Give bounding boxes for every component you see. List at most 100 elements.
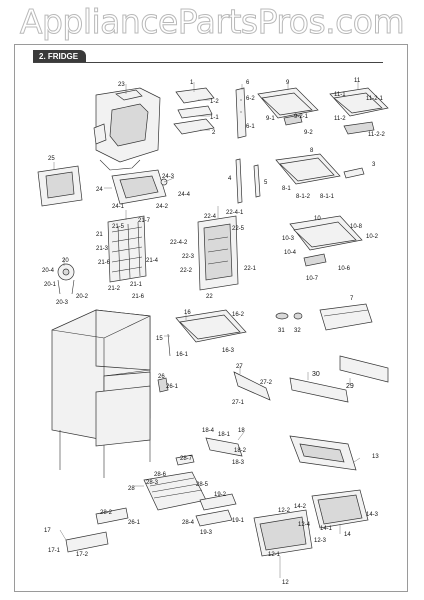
part-label-11-2-2: 11-2-2 <box>368 132 386 138</box>
part-label-22: 22 <box>206 294 213 300</box>
diagram-page-frame <box>14 44 408 592</box>
part-label-27-2: 27-2 <box>260 380 273 386</box>
part-label-16-3: 16-3 <box>222 348 235 354</box>
part-label-21-5: 21-5 <box>112 224 125 230</box>
part-27-rail <box>233 371 271 401</box>
part-label-28-3: 28-3 <box>146 480 159 486</box>
part-25-control-box <box>37 165 83 207</box>
part-29-30-bar <box>289 355 389 403</box>
part-label-6-1: 6-1 <box>246 124 255 130</box>
part-label-2: 2 <box>212 130 216 136</box>
part-label-1: 1 <box>190 80 194 86</box>
part-19-rail <box>195 493 237 527</box>
part-label-18-3: 18-3 <box>232 460 245 466</box>
part-label-9-2-1: 9-2-1 <box>294 114 309 120</box>
part-label-24-3: 24-3 <box>162 174 175 180</box>
part-label-8-1-2: 8-1-2 <box>296 194 311 200</box>
part-label-17: 17 <box>44 528 51 534</box>
part-label-16-1: 16-1 <box>176 352 189 358</box>
part-label-4: 4 <box>228 176 232 182</box>
part-16-shelf <box>167 309 247 357</box>
part-label-26: 26 <box>158 374 165 380</box>
leader-lines <box>53 82 361 578</box>
part-label-19-3: 19-3 <box>200 530 213 536</box>
part-label-16-2: 16-2 <box>232 312 245 318</box>
part-label-1-2: 1-2 <box>210 99 219 105</box>
part-label-22-2: 22-2 <box>180 268 193 274</box>
part-label-14-2: 14-2 <box>294 504 307 510</box>
part-31-32-hinges <box>275 312 303 320</box>
part-13-control-panel <box>289 435 357 471</box>
part-label-8: 8 <box>310 148 314 154</box>
part-label-15: 15 <box>156 336 163 342</box>
part-7-shelf <box>319 303 373 331</box>
part-label-27: 27 <box>236 364 243 370</box>
part-label-19-1: 19-1 <box>232 518 245 524</box>
part-20-fan-motor <box>57 263 75 295</box>
part-label-11-1: 11-1 <box>334 92 346 98</box>
part-label-10-6: 10-6 <box>338 266 351 272</box>
section-header: 2. FRIDGE <box>33 50 383 63</box>
part-label-12-3: 12-3 <box>314 538 327 544</box>
part-label-26-1: 26-1 <box>128 520 141 526</box>
part-label-10-3: 10-3 <box>282 236 295 242</box>
part-label-10-4: 10-4 <box>284 250 297 256</box>
part-label-21-4: 21-4 <box>146 258 159 264</box>
part-label-28-4: 28-4 <box>182 520 195 526</box>
part-11-shelf <box>329 87 389 135</box>
section-title: 2. FRIDGE <box>33 50 87 62</box>
part-label-21-1: 21-1 <box>130 282 143 288</box>
part-label-13: 13 <box>372 454 379 460</box>
part-label-28: 28 <box>128 486 135 492</box>
part-number-labels: 23 1 1-2 1-1 2 6 6-2 6-1 9 9-1 9-2-1 9-2… <box>42 78 386 586</box>
part-label-8-1-1: 8-1-1 <box>320 194 335 200</box>
part-label-21-7: 21-7 <box>138 218 151 224</box>
part-label-10-7: 10-7 <box>306 276 319 282</box>
part-8-shelf <box>275 153 341 185</box>
part-28-drawer-frame <box>143 454 207 511</box>
part-label-22-5: 22-5 <box>232 226 245 232</box>
part-17-rail <box>65 531 109 553</box>
part-9-shelf <box>257 87 319 126</box>
part-label-30: 30 <box>312 371 320 378</box>
part-label-16: 16 <box>184 310 191 316</box>
part-label-1-1: 1-1 <box>210 115 219 121</box>
part-label-11-2-1: 11-2-1 <box>366 96 384 102</box>
part-label-31: 31 <box>278 328 285 334</box>
part-label-10: 10 <box>314 216 321 222</box>
part-12-drawer <box>253 509 313 557</box>
part-label-21: 21 <box>96 232 103 238</box>
part-label-20-1: 20-1 <box>44 282 57 288</box>
part-label-11-2: 11-2 <box>334 116 346 122</box>
part-label-17-2: 17-2 <box>76 552 89 558</box>
part-label-29: 29 <box>346 383 354 390</box>
part-label-18: 18 <box>238 428 245 434</box>
part-label-21-3: 21-3 <box>96 246 109 252</box>
part-label-7: 7 <box>350 296 354 302</box>
part-label-24-2: 24-2 <box>156 204 169 210</box>
part-label-11: 11 <box>354 78 361 84</box>
part-label-18-1: 18-1 <box>218 432 231 438</box>
part-label-20-2: 20-2 <box>76 294 89 300</box>
part-28-1-bracket <box>157 377 169 393</box>
part-label-3: 3 <box>372 162 376 168</box>
part-label-8-1: 8-1 <box>282 186 291 192</box>
part-label-17-1: 17-1 <box>48 548 61 554</box>
part-label-5: 5 <box>264 180 268 186</box>
part-label-20: 20 <box>62 258 69 264</box>
part-label-9-2: 9-2 <box>304 130 313 136</box>
part-26-guide <box>95 507 129 525</box>
part-label-20-3: 20-3 <box>56 300 69 306</box>
part-6-strip <box>235 87 247 139</box>
part-label-24-1: 24-1 <box>112 204 125 210</box>
part-14-drawer <box>311 489 369 529</box>
part-label-12-1: 12-1 <box>268 552 281 558</box>
part-label-14-3: 14-3 <box>366 512 379 518</box>
part-label-12: 12 <box>282 580 289 586</box>
part-10-shelf <box>289 215 363 267</box>
part-label-24: 24 <box>96 187 103 193</box>
part-label-21-6b: 21-6 <box>132 294 145 300</box>
part-label-22-4-2: 22-4-2 <box>170 240 188 246</box>
part-label-23: 23 <box>118 82 125 88</box>
part-label-25: 25 <box>48 156 55 162</box>
